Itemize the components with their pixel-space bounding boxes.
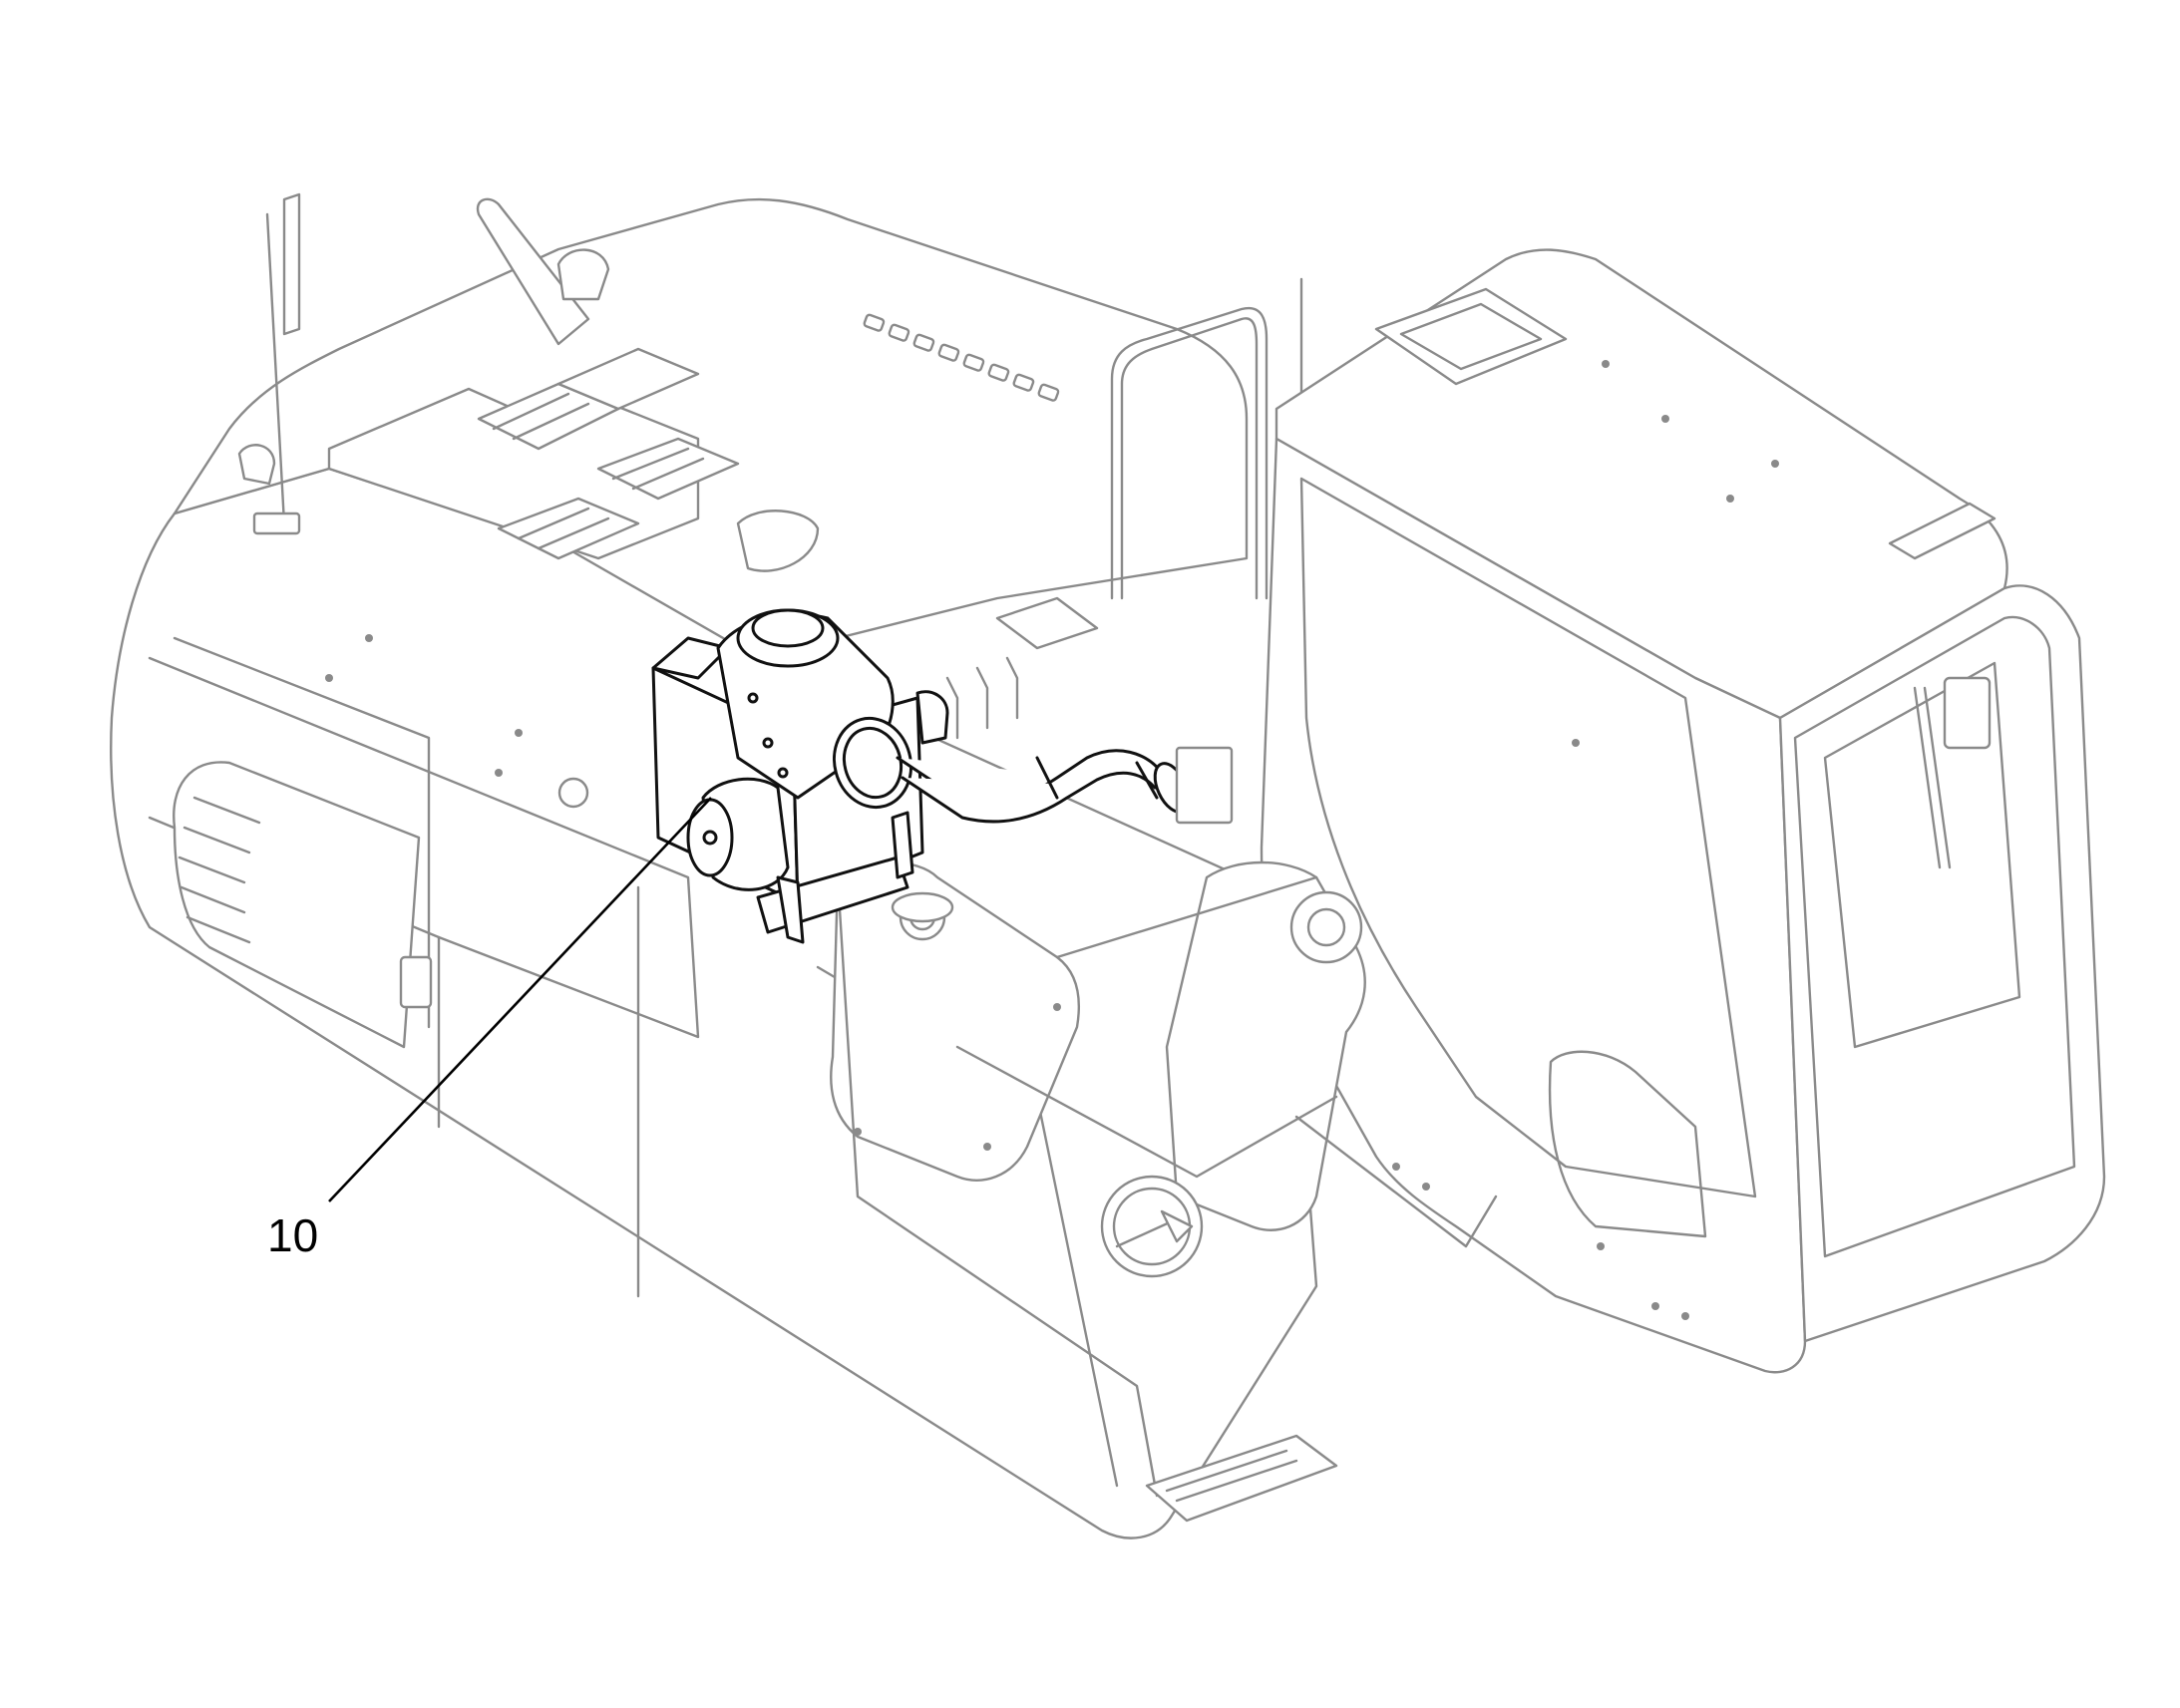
engine-hood-body [111, 194, 1316, 1538]
air-cleaner-assembly[interactable] [653, 610, 1196, 942]
cab-side-window [1301, 479, 1755, 1196]
roof-hatch [1376, 289, 1566, 384]
callout-10: 10 [267, 798, 711, 1261]
inspection-hatch [738, 511, 818, 570]
cab-front [1780, 585, 2104, 1341]
callout-10-label: 10 [267, 1209, 318, 1261]
hood-louvres [864, 314, 1059, 401]
engine-hood-top [175, 199, 1247, 658]
counterweight-side-panel [111, 469, 1316, 1538]
logo-plate [401, 957, 431, 1007]
boom-mount-frame [831, 862, 1496, 1521]
cab-door [1550, 1052, 1705, 1236]
cab-windshield [1795, 617, 2074, 1256]
left-mirror [239, 194, 299, 533]
hydraulic-fittings [893, 598, 1232, 921]
side-vent-grille [174, 762, 419, 1047]
operator-cab [1262, 250, 2104, 1373]
hood-top-grilles [329, 349, 738, 558]
lifting-eye [558, 250, 608, 299]
callout-10-leader-line [329, 798, 711, 1201]
